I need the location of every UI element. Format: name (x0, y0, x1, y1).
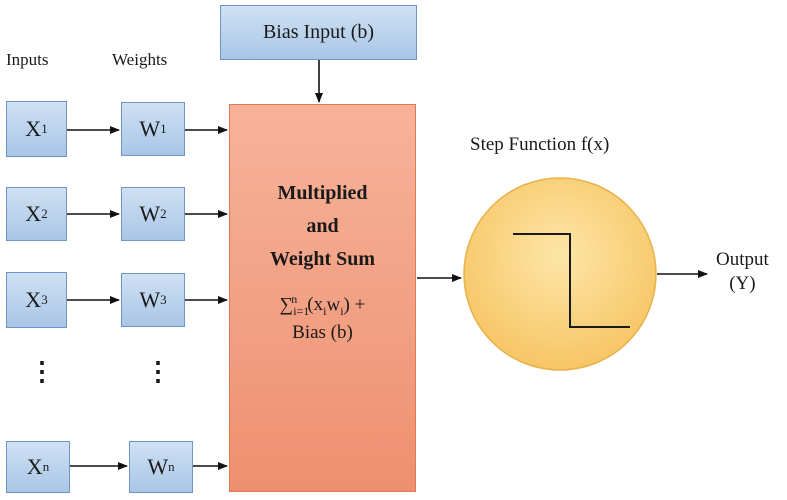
bias-input-box: Bias Input (b) (220, 5, 417, 60)
weighted-sum-block: Multiplied and Weight Sum ∑i=1n(xiwi) + … (229, 104, 416, 492)
inputs-header: Inputs (6, 50, 49, 69)
step-function-circle (463, 177, 657, 371)
inputs-ellipsis: ⋮ (29, 357, 55, 386)
sum-title: Multiplied and Weight Sum (269, 182, 376, 270)
step-function-label: Step Function f(x) (470, 134, 610, 155)
sum-formula: ∑i=1n(xiwi) + Bias (b) (279, 292, 366, 344)
output-label: Output (Y) (716, 249, 769, 294)
weights-header: Weights (112, 50, 168, 69)
weights-ellipsis: ⋮ (145, 357, 171, 386)
step-function-curve (513, 233, 630, 328)
